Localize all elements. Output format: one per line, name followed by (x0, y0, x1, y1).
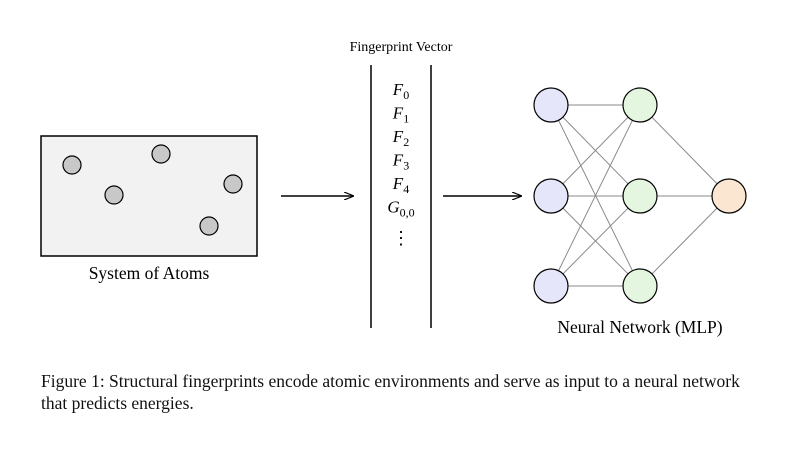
edge-3 (550, 104, 641, 197)
fingerprint-title: Fingerprint Vector (350, 40, 453, 55)
atoms-box (40, 135, 258, 257)
input-node-2 (533, 178, 569, 214)
hidden-node-1 (622, 87, 658, 123)
input-node-1 (533, 87, 569, 123)
figure-caption: Figure 1: Structural fingerprints encode… (41, 371, 740, 413)
edge-6 (550, 104, 641, 287)
atom-3 (104, 185, 124, 205)
edge-11 (639, 195, 730, 287)
network-label: Neural Network (MLP) (557, 317, 722, 337)
atoms-group (62, 144, 243, 236)
fingerprint-ellipsis: ⋮ (392, 228, 410, 248)
fingerprint-entry-1: F1 (392, 104, 409, 126)
input-node-3 (533, 268, 569, 304)
fingerprint-entry-5: G0,0 (387, 198, 414, 220)
atoms-panel: System of Atoms (40, 135, 258, 283)
edge-9 (639, 104, 730, 197)
atom-4 (223, 174, 243, 194)
output-node-1 (711, 178, 747, 214)
atom-5 (199, 216, 219, 236)
edge-7 (550, 195, 641, 287)
atom-1 (62, 155, 82, 175)
fingerprint-entry-2: F2 (392, 127, 409, 149)
fingerprint-entry-3: F3 (392, 151, 409, 173)
hidden-node-3 (622, 268, 658, 304)
atoms-label: System of Atoms (89, 263, 210, 283)
neural-network: Neural Network (MLP) (533, 87, 747, 337)
atom-2 (151, 144, 171, 164)
fingerprint-entry-0: F0 (392, 80, 409, 102)
network-nodes (533, 87, 747, 304)
hidden-node-2 (622, 178, 658, 214)
fingerprint-entry-4: F4 (392, 174, 409, 196)
